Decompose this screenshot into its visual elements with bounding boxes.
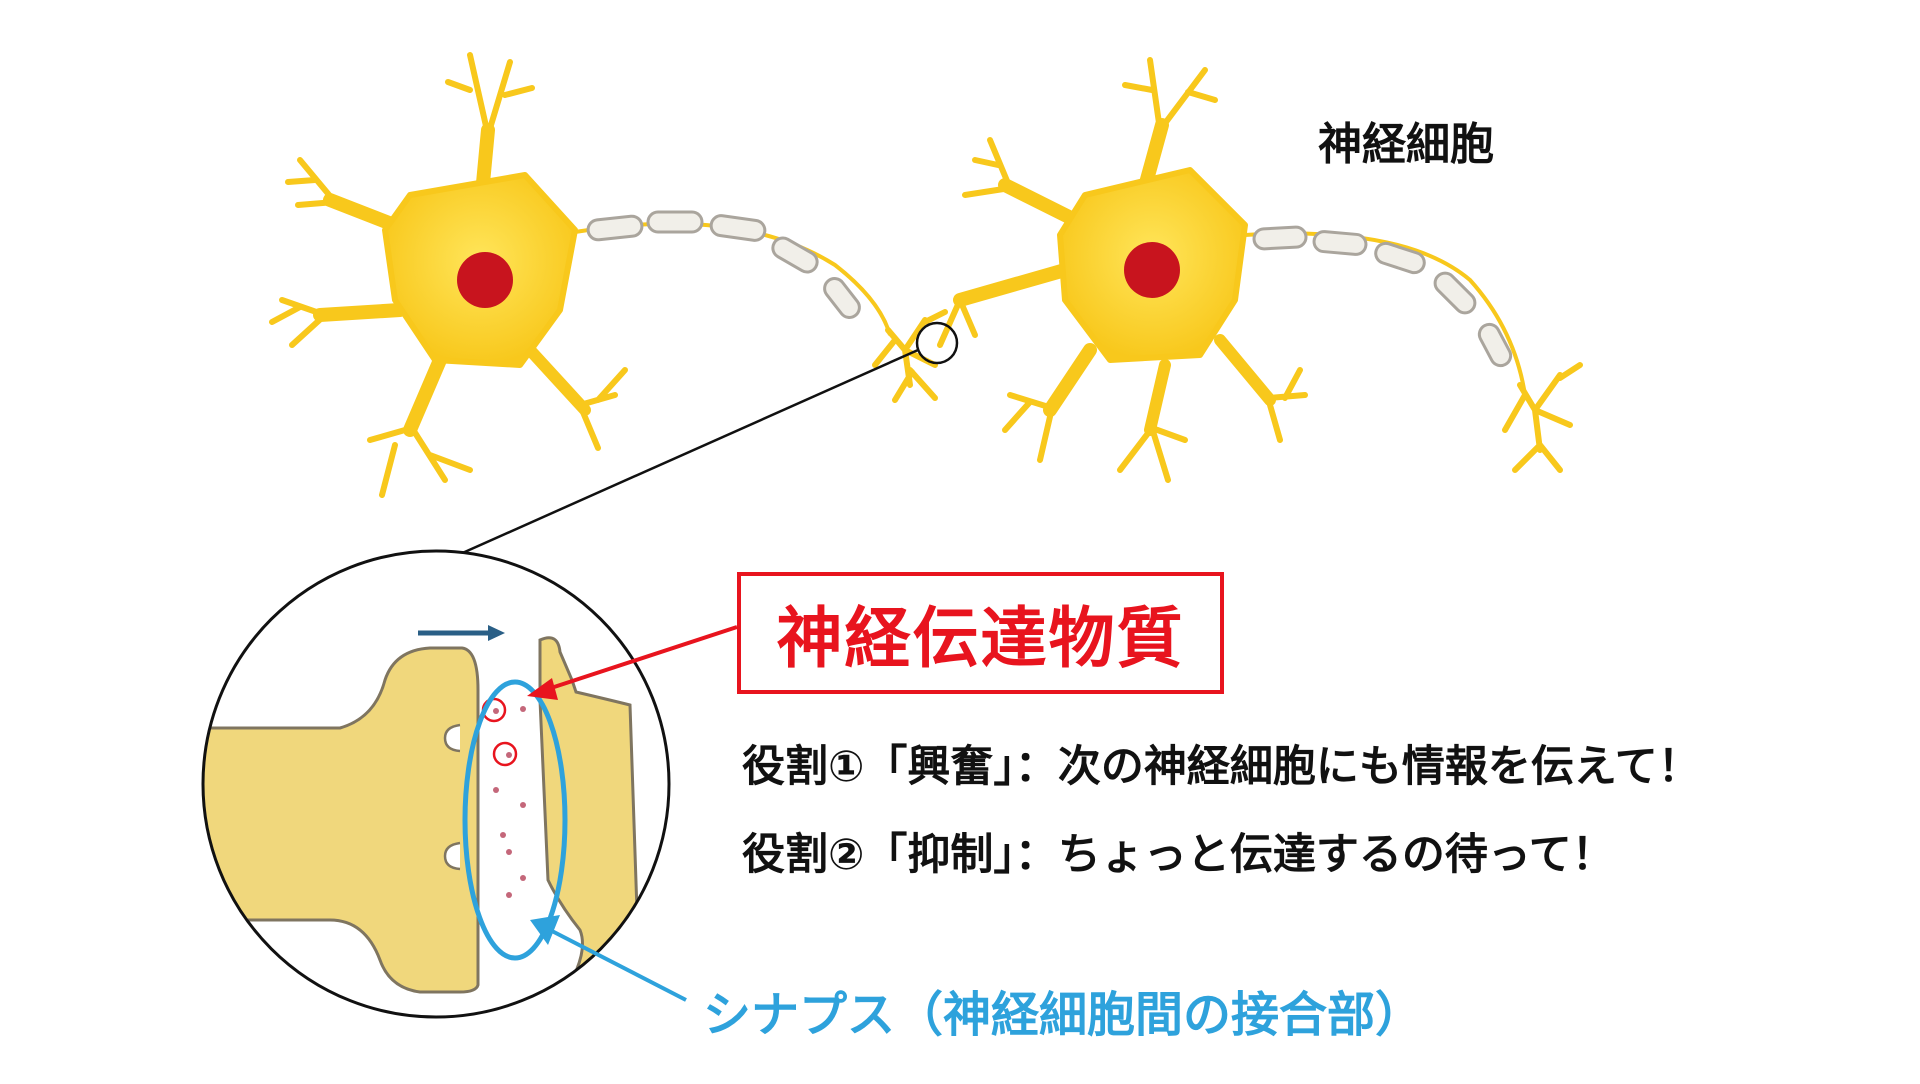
synapse-pointer [530,915,687,1002]
synapse-junction [937,297,978,348]
nucleus [457,252,513,308]
synapse-magnified-view [201,549,671,1019]
neurotransmitter-pointer [527,625,738,700]
neuron-label: 神経細胞 [1318,119,1494,170]
zoom-connector-line [439,348,919,565]
role-inhibition-text: 役割②「抑制」：ちょっと伝達するの待って！ [742,830,1615,880]
nucleus [1124,242,1180,298]
magnifier-circle [201,549,671,1019]
direction-arrow-icon [418,625,505,641]
synapse-label: シナプス（神経細胞間の接合部） [703,987,1424,1043]
vesicle-dot-icon [493,706,526,898]
neurotransmitter-box: 神経伝達物質 [737,572,1224,694]
neurotransmitter-label: 神経伝達物質 [776,600,1185,677]
myelin-sheath-icon [574,210,892,336]
role-excitation-text: 役割①「興奮」：次の神経細胞にも情報を伝えて！ [742,742,1701,792]
neuron-cell-icon [269,52,948,498]
zoom-target-circle [915,321,959,365]
myelin-sheath-icon [1244,225,1527,396]
neuron-cell-icon [953,57,1583,483]
